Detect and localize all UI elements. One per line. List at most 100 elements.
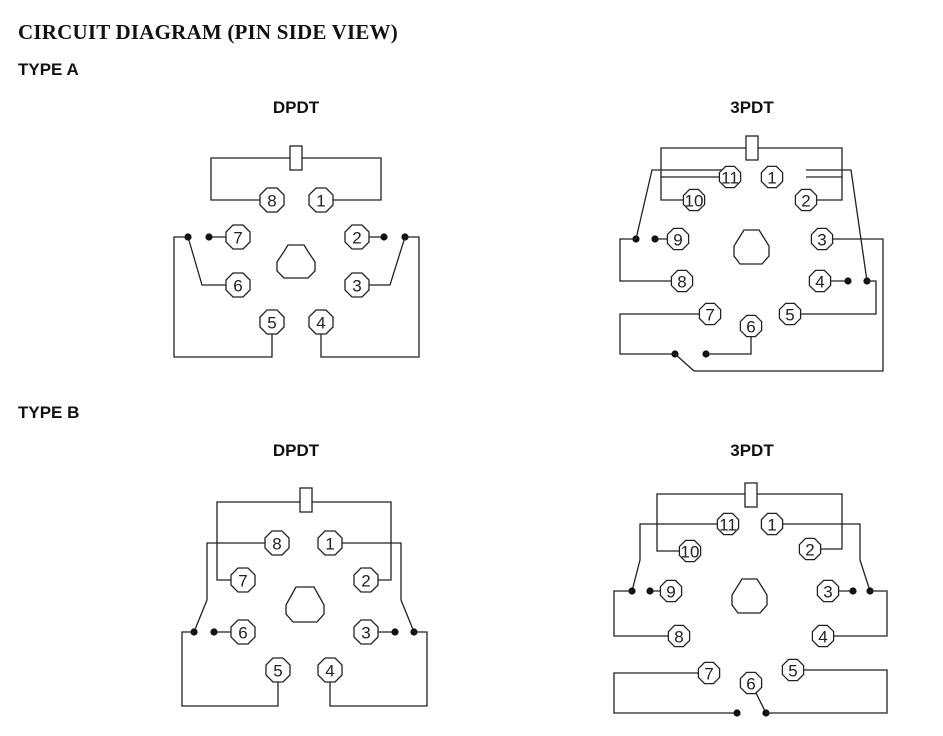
pin-shape — [344, 224, 370, 250]
wire-5 — [790, 280, 877, 315]
pin-label: 11 — [721, 169, 739, 188]
pin-shape — [682, 188, 706, 212]
relay-coil — [299, 487, 313, 513]
pin-shape — [225, 224, 251, 250]
pin-label: 8 — [674, 628, 683, 647]
pin-label: 4 — [316, 314, 325, 333]
pin-4: 4 — [808, 269, 832, 293]
pin-shape — [308, 187, 334, 213]
pin-1: 1 — [760, 512, 784, 536]
pin-10: 10 — [682, 188, 706, 212]
center-key — [276, 244, 316, 279]
pin-7: 7 — [225, 224, 251, 250]
pin-shape — [667, 624, 691, 648]
wire-8 — [619, 238, 682, 282]
relay-coil — [744, 482, 758, 508]
pin-shape — [794, 188, 818, 212]
contact-dot — [210, 628, 218, 636]
pin-shape — [259, 309, 285, 335]
center-key — [731, 578, 768, 614]
pin-label: 3 — [817, 231, 826, 250]
contact-dot — [646, 587, 654, 595]
type-b-dpdt-title: DPDT — [272, 441, 320, 460]
pin-label: 7 — [233, 229, 242, 248]
pin-label: 5 — [788, 662, 797, 681]
contact-dot — [391, 628, 399, 636]
pin-shape — [716, 512, 740, 536]
pin-label: 4 — [815, 273, 824, 292]
pin-9: 9 — [666, 227, 690, 251]
switch-arm-right — [330, 542, 415, 633]
contact-dot — [849, 587, 857, 595]
type-a-dpdt-title: DPDT — [272, 98, 320, 117]
pin-label: 7 — [238, 572, 247, 591]
pin-8: 8 — [259, 187, 285, 213]
pin-label: 6 — [233, 277, 242, 296]
wire-4 — [823, 590, 888, 637]
pin-shape — [659, 579, 683, 603]
common-wire-left — [181, 631, 279, 707]
pin-11: 11 — [716, 512, 740, 536]
pin-shape — [739, 314, 763, 338]
pin-7: 7 — [698, 302, 722, 326]
pin-4: 4 — [308, 309, 334, 335]
pin-8: 8 — [670, 269, 694, 293]
pin-4: 4 — [317, 657, 343, 683]
pin-label: 2 — [805, 541, 814, 560]
common-wire-right — [320, 236, 420, 358]
pin-shape — [317, 657, 343, 683]
pin-5: 5 — [259, 309, 285, 335]
pin-label: 11 — [719, 516, 737, 535]
pin-shape — [760, 512, 784, 536]
relay-coil — [745, 135, 759, 161]
wire-2 — [806, 177, 843, 201]
pin-shape — [808, 269, 832, 293]
pin-shape — [353, 619, 379, 645]
pin-label: 3 — [352, 277, 361, 296]
pin-3: 3 — [344, 272, 370, 298]
pin-label: 9 — [666, 583, 675, 602]
type-a-3pdt-title: 3PDT — [730, 98, 774, 117]
pin-label: 6 — [238, 624, 247, 643]
pin-label: 10 — [681, 543, 700, 562]
pin-shape — [265, 657, 291, 683]
pin-label: 1 — [316, 192, 325, 211]
relay-coil — [289, 145, 303, 171]
pin-label: 6 — [746, 318, 755, 337]
pin-shape — [353, 567, 379, 593]
pin-shape — [810, 227, 834, 251]
pin-6: 6 — [230, 619, 256, 645]
wire-8 — [613, 590, 679, 637]
wire-3 — [694, 238, 884, 372]
pin-3: 3 — [810, 227, 834, 251]
type-b-3pdt-title: 3PDT — [730, 441, 774, 460]
pin-label: 1 — [325, 535, 334, 554]
pin-shape — [264, 530, 290, 556]
center-key — [285, 586, 325, 623]
contact-dot — [733, 709, 741, 717]
pin-label: 3 — [361, 624, 370, 643]
pin-shape — [816, 579, 840, 603]
pin-shape — [778, 302, 802, 326]
pin-shape — [718, 165, 742, 189]
pin-shape — [798, 537, 822, 561]
pin-6: 6 — [225, 272, 251, 298]
pin-shape — [739, 671, 763, 695]
switch-arm-left — [193, 542, 277, 633]
pin-11: 11 — [718, 165, 742, 189]
pin-5: 5 — [781, 658, 805, 682]
pin-8: 8 — [667, 624, 691, 648]
pin-label: 2 — [801, 192, 810, 211]
type-a-label: TYPE A — [18, 60, 79, 79]
pin-label: 1 — [767, 169, 776, 188]
pin-shape — [259, 187, 285, 213]
center-key — [733, 229, 770, 265]
pin-label: 6 — [746, 675, 755, 694]
pin-label: 8 — [267, 192, 276, 211]
pin-label: 4 — [325, 662, 334, 681]
pin-6: 6 — [739, 671, 763, 695]
